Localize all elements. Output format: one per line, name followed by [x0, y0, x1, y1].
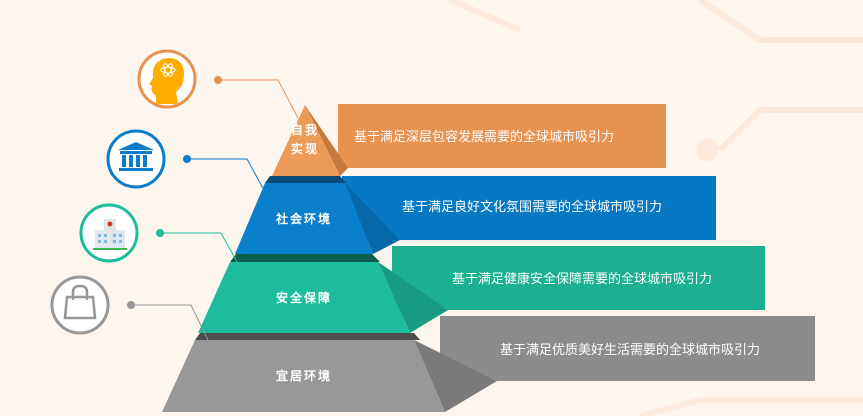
tier-3-banner: [392, 246, 765, 310]
tier-3-description: 基于满足健康安全保障需要的全球城市吸引力: [452, 271, 712, 287]
connectors: [127, 76, 299, 341]
tier-2-banner: [342, 176, 716, 240]
tier-1-label-line1: 自我: [291, 122, 319, 137]
tier-4: 宜居环境 基于满足优质美好生活需要的全球城市吸引力: [162, 316, 815, 412]
tier-4-label: 宜居环境: [276, 368, 332, 383]
tier-1-banner: [338, 104, 666, 168]
tier-4-banner: [440, 316, 815, 381]
tier-1: 自我 实现 基于满足深层包容发展需要的全球城市吸引力: [272, 104, 666, 176]
background-decoration: [448, 0, 863, 416]
tier-2-description: 基于满足良好文化氛围需要的全球城市吸引力: [402, 199, 662, 215]
head-atom-icon: [137, 49, 197, 109]
shopping-bag-icon: [50, 275, 110, 335]
tier-1-label-line2: 实现: [291, 141, 319, 156]
tier-2-label: 社会环境: [275, 211, 332, 226]
tier-3: 安全保障 基于满足健康安全保障需要的全球城市吸引力: [198, 246, 765, 333]
tier-4-description: 基于满足优质美好生活需要的全球城市吸引力: [500, 342, 760, 358]
tier-2: 社会环境 基于满足良好文化氛围需要的全球城市吸引力: [235, 176, 716, 254]
tier-1-description: 基于满足深层包容发展需要的全球城市吸引力: [354, 129, 614, 145]
institution-building-icon: [106, 129, 166, 189]
hospital-icon: [79, 203, 139, 263]
tier-3-label: 安全保障: [276, 290, 332, 305]
